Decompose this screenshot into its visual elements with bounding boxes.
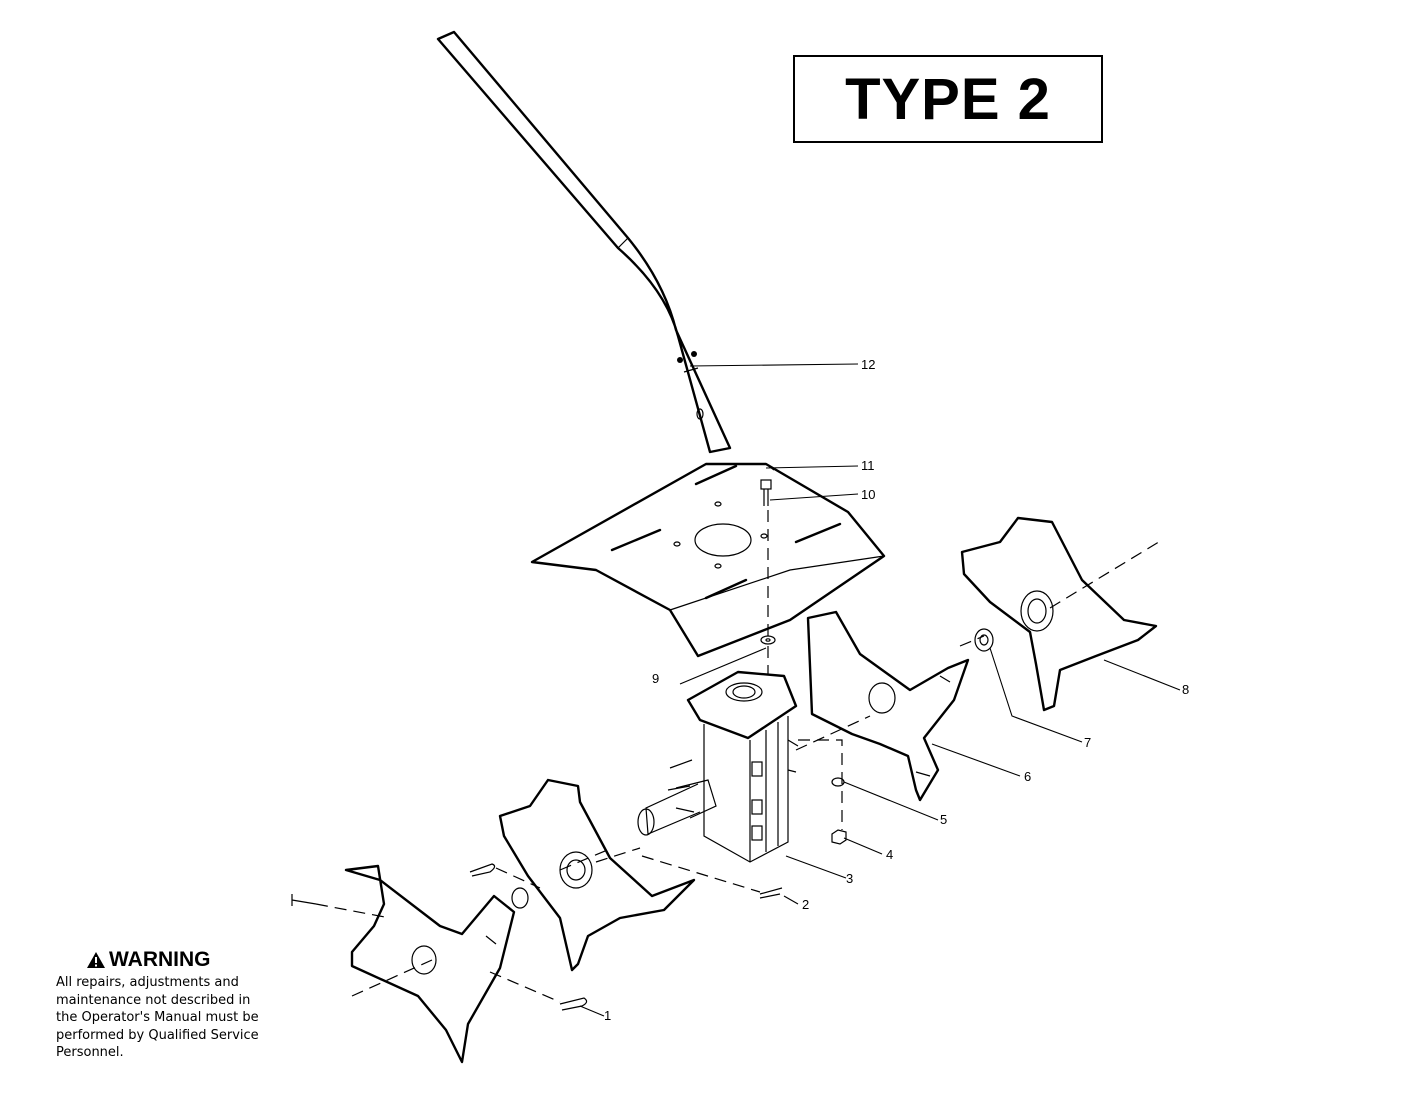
- callout-2: 2: [802, 897, 809, 912]
- part-1-clip-pin: [291, 887, 588, 1011]
- part-12-handle: [436, 30, 732, 454]
- type-label-box: TYPE 2: [793, 55, 1103, 143]
- part-2-clip-pin: [469, 863, 783, 899]
- callout-7: 7: [1084, 735, 1091, 750]
- callout-3: 3: [846, 871, 853, 886]
- part-6-tine: [806, 610, 970, 802]
- part-9-washer: [760, 635, 776, 645]
- callout-12: 12: [861, 357, 875, 372]
- part-10-bolt: [760, 479, 772, 506]
- warning-notice: WARNING All repairs, adjustments and mai…: [56, 948, 316, 1062]
- callout-9: 9: [652, 671, 659, 686]
- warning-heading: WARNING: [86, 948, 316, 972]
- callout-5: 5: [940, 812, 947, 827]
- type-label: TYPE 2: [845, 66, 1051, 132]
- callout-11: 11: [861, 458, 875, 473]
- tine-left-inner: [498, 778, 696, 972]
- warning-triangle-icon: [87, 952, 105, 968]
- part-8-tine: [960, 516, 1158, 712]
- part-3-gearbox: [637, 670, 799, 863]
- warning-title: WARNING: [109, 948, 211, 971]
- warning-text: All repairs, adjustments and maintenance…: [56, 975, 259, 1060]
- callout-4: 4: [886, 847, 893, 862]
- callout-10: 10: [861, 487, 875, 502]
- callout-1: 1: [604, 1008, 611, 1023]
- tine-left-outer: [344, 864, 516, 1064]
- callout-6: 6: [1024, 769, 1031, 784]
- callout-8: 8: [1182, 682, 1189, 697]
- part-7-washer: [974, 628, 994, 652]
- part-11-shield: [530, 462, 886, 658]
- part-4-nut: [831, 829, 847, 845]
